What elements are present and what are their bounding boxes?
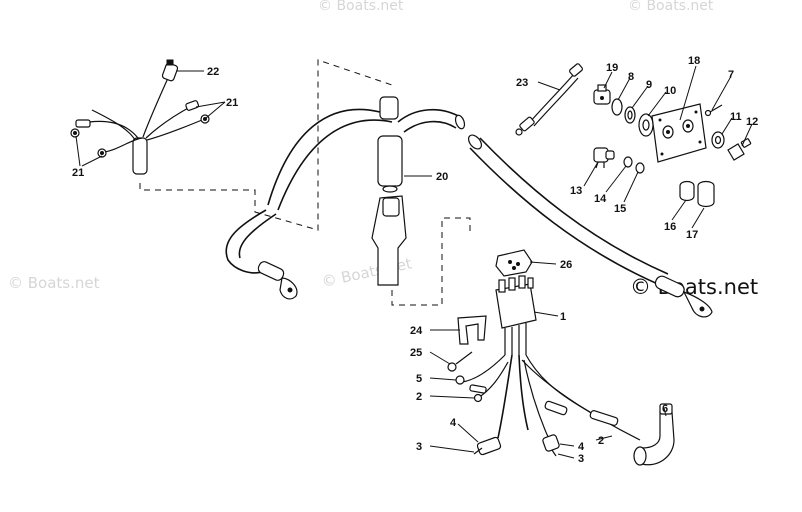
callout-25: 25 bbox=[410, 347, 422, 359]
callout-4-left: 4 bbox=[450, 417, 457, 429]
callout-6: 6 bbox=[662, 403, 668, 415]
battery-cable bbox=[467, 134, 713, 318]
callout-23: 23 bbox=[516, 77, 528, 89]
callout-1: 1 bbox=[560, 311, 566, 323]
callout-2-left: 2 bbox=[416, 391, 422, 403]
callout-7: 7 bbox=[728, 69, 734, 81]
lower-harness bbox=[455, 354, 641, 457]
callout-21-top: 21 bbox=[226, 97, 238, 109]
callout-2-right: 2 bbox=[598, 435, 604, 447]
y-cable-assembly bbox=[225, 96, 466, 300]
terminal-boot bbox=[371, 195, 407, 286]
callout-4-right: 4 bbox=[578, 441, 585, 453]
ground-lead bbox=[515, 63, 583, 136]
callout-17: 17 bbox=[686, 229, 698, 241]
callout-3-right: 3 bbox=[578, 453, 584, 465]
ignition-switch-panel bbox=[593, 84, 752, 208]
callout-9: 9 bbox=[646, 79, 652, 91]
watermark-top-center: © Boats.net bbox=[318, 0, 404, 14]
watermark-right: © Boats.net bbox=[630, 275, 758, 299]
callout-11: 11 bbox=[730, 111, 742, 123]
callout-18: 18 bbox=[688, 55, 700, 67]
terminal-cap bbox=[495, 249, 533, 277]
callout-20: 20 bbox=[436, 171, 448, 183]
callout-10: 10 bbox=[664, 85, 676, 97]
watermark-top-right: © Boats.net bbox=[628, 0, 714, 14]
callout-22: 22 bbox=[207, 66, 219, 78]
callout-24: 24 bbox=[410, 325, 423, 337]
callout-19: 19 bbox=[606, 62, 618, 74]
mounting-bracket bbox=[457, 315, 487, 345]
callout-15: 15 bbox=[614, 203, 626, 215]
callout-21-left: 21 bbox=[72, 167, 84, 179]
pigtail-harness bbox=[70, 59, 210, 175]
callout-16: 16 bbox=[664, 221, 676, 233]
leader-lines bbox=[75, 65, 753, 459]
mounting-screw bbox=[447, 351, 473, 372]
callout-14: 14 bbox=[594, 193, 607, 205]
callout-26: 26 bbox=[560, 259, 572, 271]
watermark-center: © Boats.net bbox=[320, 254, 413, 291]
callout-labels: 22 21 21 20 23 19 8 9 10 18 7 11 12 13 1… bbox=[72, 55, 758, 465]
callout-13: 13 bbox=[570, 185, 582, 197]
callout-12: 12 bbox=[746, 116, 758, 128]
callout-8: 8 bbox=[628, 71, 634, 83]
dashed-reference-lines bbox=[139, 59, 471, 306]
terminal-block bbox=[495, 275, 537, 355]
callout-3-left: 3 bbox=[416, 441, 422, 453]
callout-5: 5 bbox=[416, 373, 422, 385]
watermark-left: © Boats.net bbox=[8, 274, 100, 292]
